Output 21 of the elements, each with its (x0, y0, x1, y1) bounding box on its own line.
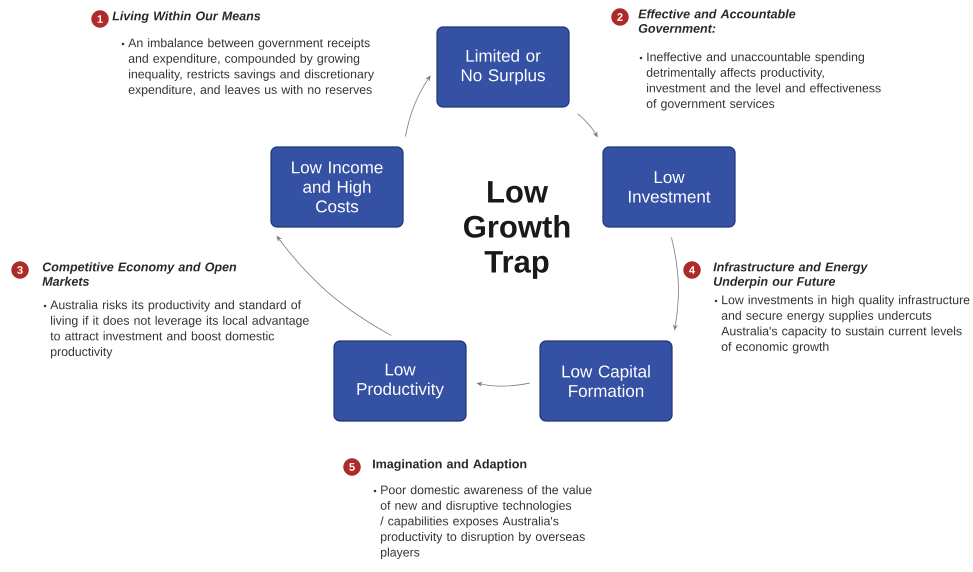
process-box: Low Income and High Costs (270, 146, 404, 228)
callout-number: 5 (343, 458, 361, 476)
process-box: Low Investment (602, 146, 736, 228)
callout-number: 4 (683, 261, 701, 279)
process-box: Limited or No Surplus (436, 26, 570, 108)
callout-number: 3 (11, 261, 29, 279)
callout-heading: Effective and Accountable Government: (638, 9, 796, 33)
callout-number: 1 (91, 10, 109, 28)
process-box: Low Productivity (333, 340, 467, 422)
callout-number: 2 (611, 8, 629, 26)
center-title: Low Growth Trap (464, 181, 570, 279)
bullet-text: An imbalance between government receipts and expenditure, compounded by growing inequality, restricts savings and discretionary expenditure, and leaves us with no reserves (128, 38, 374, 96)
callout-heading: Competitive Economy and Open Markets (42, 262, 236, 286)
callout-heading: Living Within Our Means (112, 11, 260, 23)
bullet-text: Low investments in high quality infrastructure and secure energy supplies undercuts Australia's capacity to sustain current levels of economic growth (721, 295, 970, 354)
bullet-text: Ineffective and unaccountable spending detrimentally affects productivity, investment and the level and effectiveness of government services (646, 52, 881, 110)
process-box: Low Capital Formation (539, 340, 673, 422)
callout-heading: Imagination and Adaption (373, 459, 526, 471)
bullet-text: Poor domestic awareness of the value of new and disruptive technologies / capabilities exposes Australia's productivity to disruption by overseas players (380, 485, 592, 560)
bullet-text: Australia risks its productivity and standard of living if it does not leverage its local advantage to attract investment and boost domestic productivity (50, 300, 309, 358)
callout-heading: Infrastructure and Energy Underpin our Future (713, 262, 868, 288)
